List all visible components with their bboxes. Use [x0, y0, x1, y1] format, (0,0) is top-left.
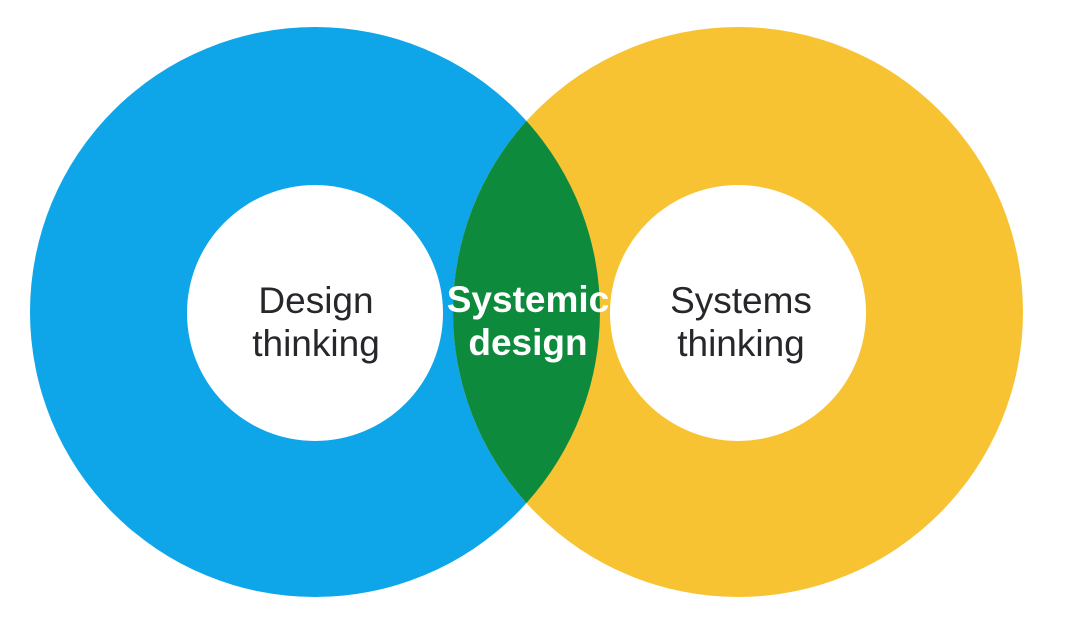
- overlap-lens-shape: [453, 121, 600, 503]
- right-ring-inner-hole: [610, 185, 866, 441]
- left-ring-label: Design thinking: [252, 280, 380, 364]
- left-ring-inner-hole: [187, 185, 443, 441]
- overlap-label: Systemic design: [446, 279, 610, 363]
- right-ring-label: Systems thinking: [670, 280, 812, 364]
